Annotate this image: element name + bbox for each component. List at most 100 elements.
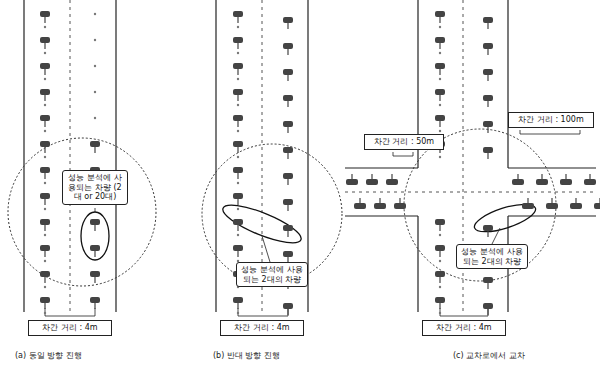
leader-lines <box>95 208 500 262</box>
vehicle-icon <box>40 37 50 49</box>
vehicle-icon <box>40 141 50 153</box>
vehicle-icon <box>483 303 493 315</box>
vehicle-icon <box>40 115 50 127</box>
gap-dot <box>94 91 96 93</box>
vehicle-icon <box>283 225 293 237</box>
gap-dot <box>44 78 46 80</box>
gap-dot <box>44 286 46 288</box>
vehicle-icon <box>233 193 243 205</box>
vehicle-icon <box>546 198 558 209</box>
gap-dot <box>237 104 239 106</box>
gap-dot <box>44 312 46 314</box>
callout-box: 성능 분석에 사용되는 차량 (2대 or 20대) <box>62 170 128 205</box>
vehicle-icon <box>233 167 243 179</box>
panel-caption: (b) 반대 방향 진행 <box>212 350 281 361</box>
vehicle-icon <box>40 193 50 205</box>
distance-box: 차간 거리 : 4m <box>422 320 506 336</box>
road-edges <box>24 0 596 312</box>
vehicle-icon <box>283 17 293 29</box>
distance-box: 차간 거리 : 50m <box>364 134 444 150</box>
gap-dot <box>94 65 96 67</box>
gap-dot <box>44 182 46 184</box>
gap-dot <box>94 13 96 15</box>
gap-dot <box>94 39 96 41</box>
distance-box: 차간 거리 : 100m <box>508 112 594 128</box>
vehicle-icon <box>283 121 293 133</box>
node-text: 차간 거리 : 4m <box>32 323 108 333</box>
vehicle-icon <box>483 147 493 159</box>
gap-dot <box>94 117 96 119</box>
node-text: 성능 분석에 사용되는 차량 (2대 or 20대) <box>66 173 124 202</box>
vehicle-icon <box>512 174 524 185</box>
callout-box: 성능 분석에 사용되는 2대의 차량 <box>456 244 528 269</box>
node-text: 차간 거리 : 100m <box>512 115 590 125</box>
vehicle-icon <box>283 147 293 159</box>
vehicle-icon <box>40 11 50 23</box>
vehicle-icon <box>233 115 243 127</box>
vehicle-icon <box>233 37 243 49</box>
panel-caption: (a) 동일 방향 진행 <box>14 350 83 361</box>
vehicle-icon <box>283 43 293 55</box>
vehicle-icon <box>233 89 243 101</box>
gap-dot <box>237 234 239 236</box>
callout-box: 성능 분석에 사용되는 2대의 차량 <box>236 262 308 287</box>
gap-dot <box>44 156 46 158</box>
vehicle-icon <box>435 63 445 75</box>
vehicle-icon <box>435 115 445 127</box>
gap-dot <box>237 182 239 184</box>
vehicle-icon <box>435 37 445 49</box>
gap-dot <box>237 26 239 28</box>
vehicle-icon <box>40 63 50 75</box>
vehicle-icon <box>483 69 493 81</box>
vehicle-icon <box>483 277 493 289</box>
vehicle-icon <box>90 297 100 309</box>
vehicle-icon <box>483 225 493 237</box>
vehicle-icon <box>560 174 572 185</box>
vehicle-icon <box>374 198 386 209</box>
vehicle-icon <box>40 297 50 309</box>
gap-dot <box>439 26 441 28</box>
panel-caption: (c) 교차로에서 교차 <box>452 350 526 361</box>
gap-dot <box>439 312 441 314</box>
vehicle-icon <box>354 198 366 209</box>
distance-brackets <box>45 130 580 316</box>
vehicle-icon <box>570 198 582 209</box>
vehicle-icon <box>233 141 243 153</box>
gap-dot <box>44 104 46 106</box>
gap-dot <box>237 312 239 314</box>
vehicles <box>40 11 600 315</box>
vehicle-icon <box>536 174 548 185</box>
vehicle-icon <box>90 219 100 231</box>
gap-dot <box>439 130 441 132</box>
vehicle-icon <box>40 245 50 257</box>
vehicle-icon <box>435 245 445 257</box>
vehicle-icon <box>90 271 100 283</box>
vehicle-icon <box>394 198 406 209</box>
vehicle-icon <box>366 174 378 185</box>
vehicle-icon <box>233 63 243 75</box>
lane-lines <box>70 0 596 312</box>
gap-dot <box>44 260 46 262</box>
vehicle-icon <box>283 303 293 315</box>
vehicle-icon <box>233 245 243 257</box>
distance-box: 차간 거리 : 4m <box>220 320 304 336</box>
gap-dot <box>439 78 441 80</box>
vehicle-icon <box>584 174 596 185</box>
vehicle-icon <box>435 271 445 283</box>
gap-dot <box>237 52 239 54</box>
vehicle-icon <box>40 89 50 101</box>
vehicle-icon <box>40 219 50 231</box>
gap-dot <box>44 234 46 236</box>
gap-dot <box>439 260 441 262</box>
node-text: 차간 거리 : 4m <box>426 323 502 333</box>
vehicle-icon <box>594 198 600 209</box>
gap-dot <box>237 208 239 210</box>
gap-dot <box>439 104 441 106</box>
gap-dot <box>237 78 239 80</box>
vehicle-icon <box>90 245 100 257</box>
vehicle-icon <box>90 141 100 153</box>
vehicle-icon <box>283 199 293 211</box>
vehicle-icon <box>483 17 493 29</box>
gap-dot <box>237 156 239 158</box>
vehicle-icon <box>40 167 50 179</box>
